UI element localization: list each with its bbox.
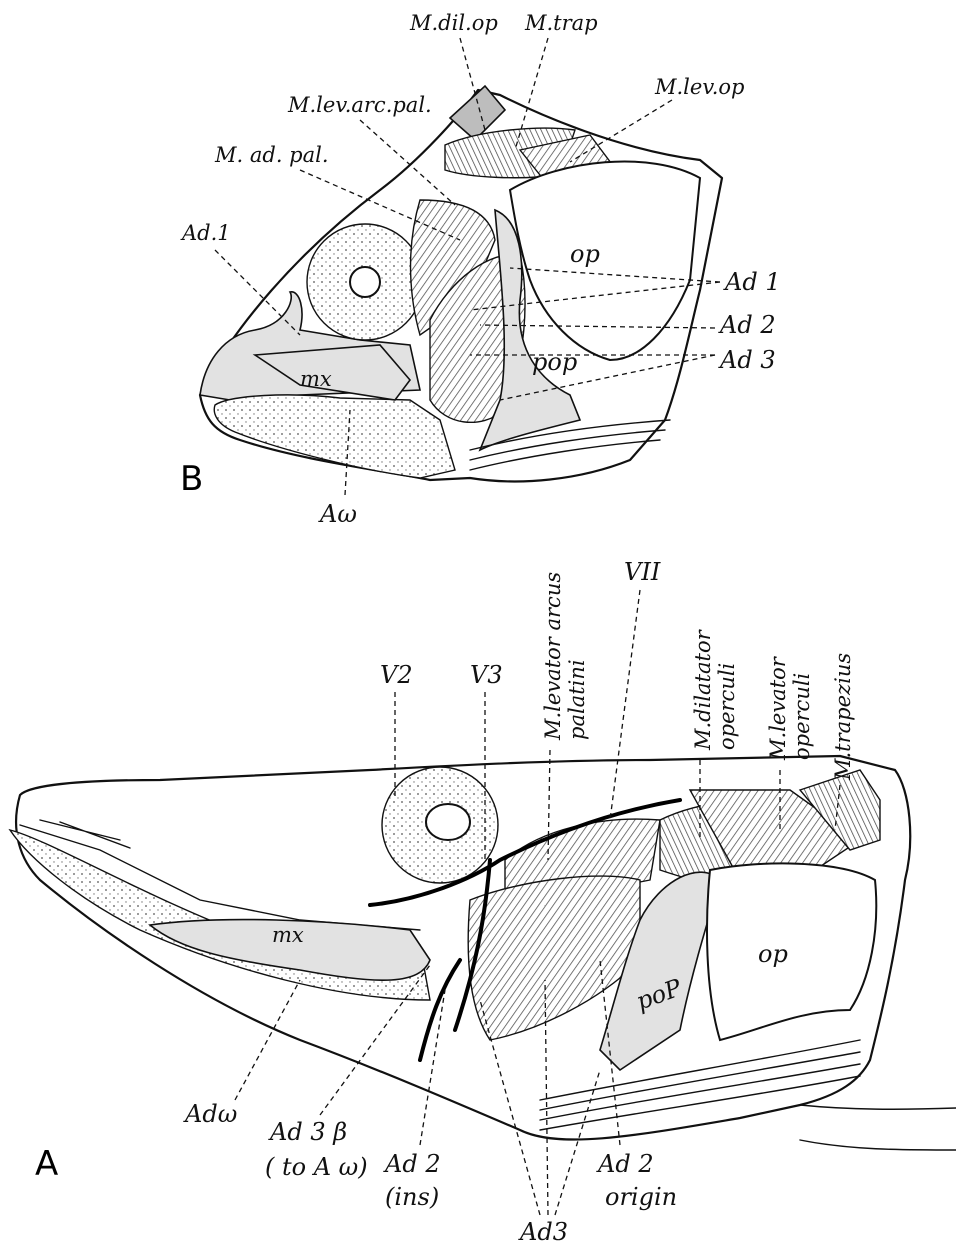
panel-a (10, 756, 956, 1150)
panel-a-opercle (707, 863, 876, 1040)
leader-ad1-left (215, 250, 300, 335)
label-ad-omega: Adω (183, 1100, 237, 1128)
label-mx-b: mx (300, 367, 332, 391)
label-m-dil-op: M.dil.op (409, 11, 498, 35)
label-pop-b: pop (532, 348, 577, 376)
svg-text:M.levator: M.levator (766, 655, 790, 761)
label-v3: V3 (470, 661, 503, 689)
svg-text:M.trapezius: M.trapezius (831, 653, 855, 781)
label-m-levator-arcus-palatini: M.levator arcus palatini (541, 572, 589, 741)
label-ad2-ins-sub: (ins) (385, 1183, 439, 1211)
label-m-levator-operculi: M.levator operculi (766, 655, 814, 761)
label-m-dilatator-operculi: M.dilatator operculi (691, 628, 739, 751)
svg-text:palatini: palatini (565, 659, 589, 740)
label-m-lev-arc-pal: M.lev.arc.pal. (287, 93, 432, 117)
panel-a-letter: A (35, 1144, 58, 1184)
panel-b-opercle (510, 161, 700, 360)
label-ad3: Ad 3 (718, 346, 776, 374)
label-ad3-beta: Ad 3 β (268, 1118, 347, 1146)
label-m-lev-op: M.lev.op (654, 75, 744, 99)
svg-text:M.dilatator: M.dilatator (691, 628, 715, 751)
panel-a-pupil (426, 804, 470, 840)
panel-b-lower-jaw (214, 395, 455, 478)
label-ad3-a: Ad3 (518, 1218, 568, 1246)
label-op-b: op (570, 240, 600, 268)
svg-text:operculi: operculi (715, 663, 739, 750)
label-v2: V2 (380, 661, 413, 689)
leader-vii (610, 590, 640, 820)
svg-text:M.levator arcus: M.levator arcus (541, 572, 565, 741)
label-ad2-ins: Ad 2 (383, 1150, 441, 1178)
label-ad2-origin-sub: origin (605, 1183, 677, 1211)
label-ad3-beta-target: ( to A ω) (265, 1153, 368, 1181)
leader-ad3-a-3 (555, 1070, 600, 1215)
label-ad1-left: Ad.1 (180, 221, 231, 245)
leader-m-lev-arc-pal (360, 120, 455, 205)
label-ad2-origin: Ad 2 (596, 1150, 654, 1178)
svg-text:operculi: operculi (790, 673, 814, 760)
label-m-trapezius: M.trapezius (831, 653, 855, 781)
label-m-trap: M.trap (524, 11, 598, 35)
panel-b-pupil (350, 267, 380, 297)
panel-a-tail-stub (800, 1105, 956, 1109)
label-a-omega: Aω (318, 500, 357, 528)
panel-b-letter: B (180, 459, 203, 499)
label-vii: VII (624, 558, 661, 586)
label-m-ad-pal: M. ad. pal. (214, 143, 329, 167)
label-op-a: op (758, 940, 788, 968)
label-mx-a: mx (272, 923, 304, 947)
label-ad1-right: Ad 1 (723, 268, 781, 296)
label-ad2: Ad 2 (718, 311, 776, 339)
panel-a-branchiostegal-rays (540, 1040, 860, 1130)
leader-ad-omega (235, 980, 300, 1100)
